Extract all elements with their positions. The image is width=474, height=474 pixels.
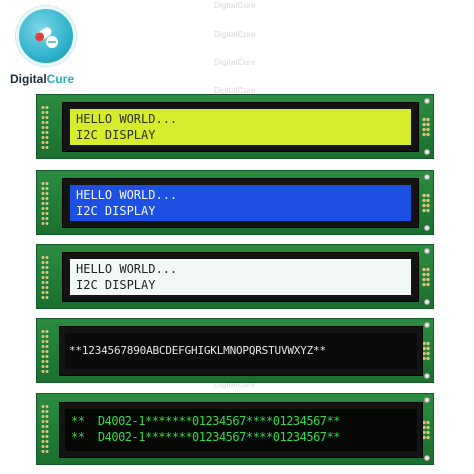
pin-header-left <box>41 404 49 454</box>
lcd-module-black: **1234567890ABCDEFGHIGKLMNOPQRSTUVWXYZ** <box>36 318 434 383</box>
watermark: DigitalCure <box>214 86 256 95</box>
pin-header-right <box>422 267 430 287</box>
lcd-screen: ** D4002-1*******01234567****01234567** *… <box>65 409 417 451</box>
lcd-screen: HELLO WORLD... I2C DISPLAY <box>70 259 411 295</box>
brand-logo: DigitalCure <box>10 6 82 92</box>
pin-header-right <box>422 341 430 361</box>
lcd-line-1: HELLO WORLD... <box>76 262 178 276</box>
pin-header-left <box>41 255 49 299</box>
watermark: DigitalCure <box>214 380 256 389</box>
mounting-hole <box>424 248 430 254</box>
lcd-line-1: HELLO WORLD... <box>76 188 178 202</box>
mounting-hole <box>424 299 430 305</box>
lcd-screen: **1234567890ABCDEFGHIGKLMNOPQRSTUVWXYZ** <box>65 333 417 369</box>
mounting-hole <box>424 225 430 231</box>
pin-header-left <box>41 329 49 373</box>
watermark: DigitalCure <box>214 30 256 39</box>
lcd-module-white: HELLO WORLD... I2C DISPLAY <box>36 244 434 309</box>
lcd-line-2: I2C DISPLAY <box>76 204 156 218</box>
lcd-screen: HELLO WORLD... I2C DISPLAY <box>70 185 411 221</box>
mounting-hole <box>424 455 430 461</box>
lcd-line-2: I2C DISPLAY <box>76 128 156 142</box>
lcd-screen: HELLO WORLD... I2C DISPLAY <box>70 109 411 145</box>
pin-header-right <box>422 117 430 137</box>
lcd-line-1: ** D4002-1*******01234567****01234567** <box>71 414 340 428</box>
pin-header-left <box>41 105 49 149</box>
lcd-bezel: ** D4002-1*******01234567****01234567** *… <box>59 402 423 458</box>
mounting-hole <box>424 397 430 403</box>
lcd-line-2: I2C DISPLAY <box>76 278 156 292</box>
mounting-hole <box>424 98 430 104</box>
brand-name: DigitalCure <box>10 72 90 86</box>
lcd-module-blue: HELLO WORLD... I2C DISPLAY <box>36 170 434 235</box>
pin-header-left <box>41 181 49 225</box>
mounting-hole <box>424 174 430 180</box>
lcd-line-1: HELLO WORLD... <box>76 112 178 126</box>
mounting-hole <box>424 322 430 328</box>
lcd-module-yellow: HELLO WORLD... I2C DISPLAY <box>36 94 434 159</box>
medical-pills-icon <box>16 6 76 66</box>
lcd-bezel: **1234567890ABCDEFGHIGKLMNOPQRSTUVWXYZ** <box>59 326 423 376</box>
pin-header-right <box>422 193 430 213</box>
lcd-line-2: ** D4002-1*******01234567****01234567** <box>71 430 340 444</box>
brand-name-part1: Digital <box>10 72 47 86</box>
lcd-module-green: ** D4002-1*******01234567****01234567** *… <box>36 393 434 465</box>
lcd-bezel: HELLO WORLD... I2C DISPLAY <box>62 178 419 228</box>
watermark: DigitalCure <box>214 1 256 10</box>
pin-header-right <box>422 420 430 440</box>
lcd-bezel: HELLO WORLD... I2C DISPLAY <box>62 102 419 152</box>
mounting-hole <box>424 373 430 379</box>
brand-name-part2: Cure <box>46 72 75 86</box>
lcd-line-1: **1234567890ABCDEFGHIGKLMNOPQRSTUVWXYZ** <box>69 344 326 357</box>
lcd-bezel: HELLO WORLD... I2C DISPLAY <box>62 252 419 302</box>
watermark: DigitalCure <box>214 58 256 67</box>
mounting-hole <box>424 149 430 155</box>
